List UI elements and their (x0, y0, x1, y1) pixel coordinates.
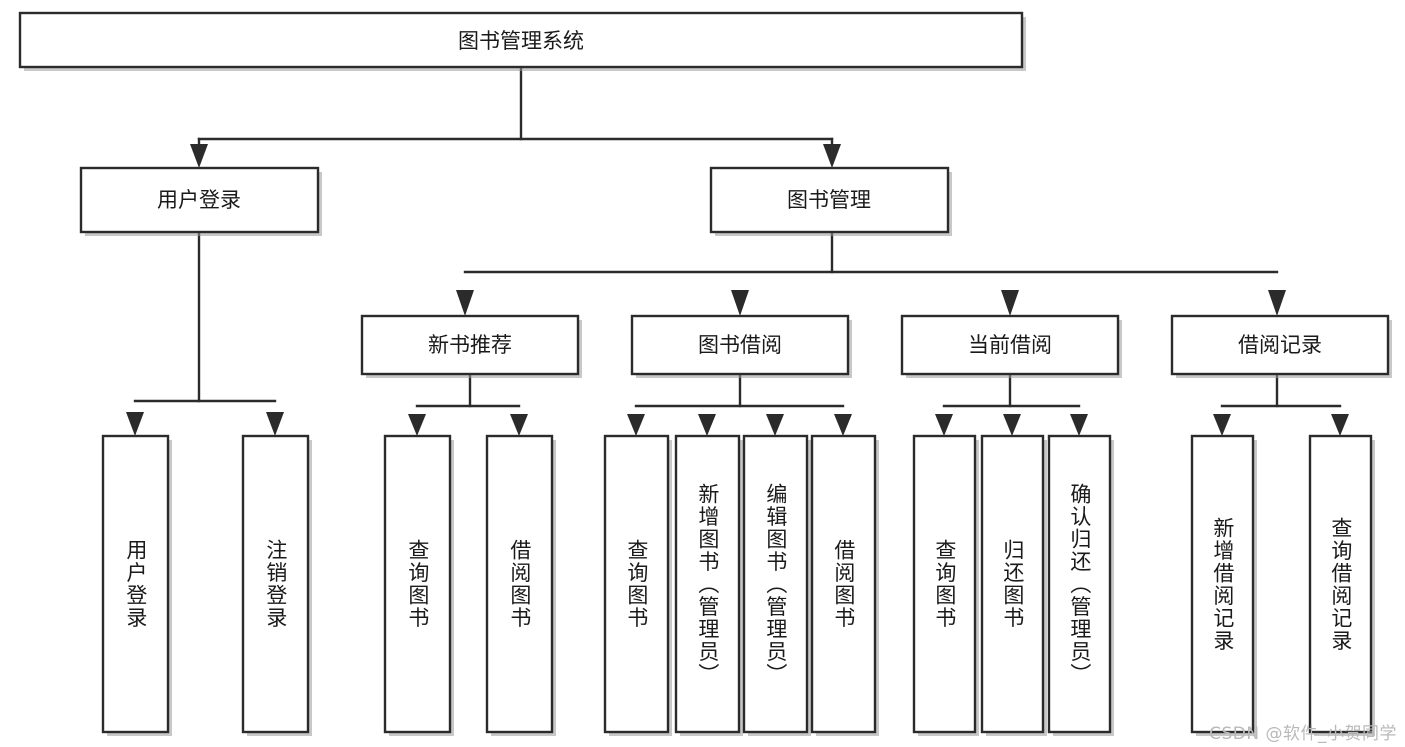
node-leaf-user-login-box[interactable] (101, 434, 170, 734)
node-leaf-user-login-label: 用户登录 (123, 539, 148, 629)
leaf-rect-group (101, 434, 1375, 736)
node-leaf-confirm-return[interactable] (1047, 434, 1114, 736)
node-leaf-borrow-book-rec[interactable] (485, 434, 556, 736)
node-leaf-user-logout-box[interactable] (241, 434, 310, 734)
arrow-head-leaf-user-logout (266, 412, 284, 436)
node-leaf-return-book-label: 归还图书 (1000, 539, 1025, 629)
node-leaf-return-book-box[interactable] (980, 434, 1045, 734)
node-book-borrow[interactable]: 图书借阅 (630, 314, 852, 378)
watermark: CSDN @软件_小贺同学 (1209, 724, 1397, 744)
node-leaf-query-book-label: 查询图书 (624, 539, 649, 629)
node-leaf-query-book-rec-label: 查询图书 (405, 539, 430, 629)
arrow-head-leaf-user-login (126, 412, 144, 436)
node-leaf-query-book[interactable] (603, 434, 672, 736)
node-book-borrow-box[interactable] (630, 314, 850, 376)
arrow-head-book-manage (823, 144, 841, 168)
node-leaf-borrow-book-rec-box[interactable] (485, 434, 554, 734)
arrow-head-new-book-rec (456, 290, 474, 316)
node-leaf-query-book-cur[interactable] (912, 434, 979, 736)
node-leaf-query-book-box[interactable] (603, 434, 670, 734)
node-current-borrow-label: 当前借阅 (968, 333, 1052, 357)
arrow-head-leaf-query-book-cur (935, 414, 953, 436)
node-leaf-user-logout[interactable] (241, 434, 312, 736)
node-new-book-rec-label: 新书推荐 (428, 333, 512, 357)
arrow-head-leaf-add-record (1213, 414, 1231, 436)
node-leaf-user-login[interactable] (101, 434, 172, 736)
node-new-book-rec[interactable]: 新书推荐 (360, 314, 582, 378)
arrow-head-user-login (190, 144, 208, 168)
node-user-login-label: 用户登录 (157, 188, 241, 212)
node-book-manage-box[interactable] (709, 166, 950, 234)
node-root-box[interactable] (18, 11, 1024, 69)
arrow-head-leaf-edit-book (766, 414, 784, 436)
arrow-head-borrow-record (1268, 290, 1286, 316)
arrow-head-leaf-borrow-book-rec (510, 414, 528, 436)
node-leaf-return-book[interactable] (980, 434, 1047, 736)
node-leaf-add-record[interactable] (1190, 434, 1257, 736)
node-leaf-borrow-book-rec-label: 借阅图书 (507, 539, 532, 629)
node-root[interactable]: 图书管理系统 (18, 11, 1026, 71)
node-leaf-query-record-label: 查询借阅记录 (1328, 516, 1353, 652)
node-leaf-borrow-book-label: 借阅图书 (831, 539, 856, 629)
node-book-manage[interactable]: 图书管理 (709, 166, 952, 236)
arrow-head-leaf-confirm-return (1070, 414, 1088, 436)
node-leaf-edit-book-box[interactable] (742, 434, 809, 734)
node-leaf-borrow-book[interactable] (810, 434, 879, 736)
node-root-label: 图书管理系统 (458, 29, 584, 53)
node-user-login[interactable]: 用户登录 (79, 166, 322, 236)
node-leaf-confirm-return-label: 确认归还（管理员） (1067, 482, 1092, 686)
node-book-borrow-label: 图书借阅 (698, 333, 782, 357)
node-leaf-confirm-return-box[interactable] (1047, 434, 1112, 734)
node-leaf-query-book-cur-label: 查询图书 (932, 539, 957, 629)
arrow-head-leaf-return-book (1003, 414, 1021, 436)
arrow-head-leaf-query-record (1331, 414, 1349, 436)
node-current-borrow-box[interactable] (900, 314, 1120, 376)
node-borrow-record-label: 借阅记录 (1238, 333, 1322, 357)
node-leaf-add-book[interactable] (674, 434, 743, 736)
connector-group (126, 65, 1349, 436)
arrow-head-leaf-query-book (627, 414, 645, 436)
arrow-head-current-borrow (1001, 290, 1019, 316)
node-leaf-add-book-box[interactable] (674, 434, 741, 734)
node-leaf-query-book-rec[interactable] (383, 434, 454, 736)
node-leaf-user-logout-label: 注销登录 (263, 539, 288, 629)
arrow-head-leaf-add-book (698, 414, 716, 436)
node-leaf-borrow-book-box[interactable] (810, 434, 877, 734)
node-leaf-edit-book-label: 编辑图书（管理员） (763, 482, 788, 686)
arrow-head-leaf-borrow-book (834, 414, 852, 436)
node-leaf-query-record-box[interactable] (1308, 434, 1373, 734)
node-new-book-rec-box[interactable] (360, 314, 580, 376)
node-leaf-add-record-box[interactable] (1190, 434, 1255, 734)
node-borrow-record-box[interactable] (1170, 314, 1390, 376)
node-leaf-query-book-rec-box[interactable] (383, 434, 452, 734)
node-leaf-query-book-cur-box[interactable] (912, 434, 977, 734)
node-leaf-edit-book[interactable] (742, 434, 811, 736)
node-borrow-record[interactable]: 借阅记录 (1170, 314, 1392, 378)
node-leaf-add-record-label: 新增借阅记录 (1210, 516, 1235, 652)
node-user-login-box[interactable] (79, 166, 320, 234)
node-current-borrow[interactable]: 当前借阅 (900, 314, 1122, 378)
node-leaf-query-record[interactable] (1308, 434, 1375, 736)
node-book-manage-label: 图书管理 (787, 188, 871, 212)
arrow-head-leaf-query-book-rec (408, 414, 426, 436)
node-leaf-add-book-label: 新增图书（管理员） (695, 482, 720, 686)
arrow-head-book-borrow (731, 290, 749, 316)
